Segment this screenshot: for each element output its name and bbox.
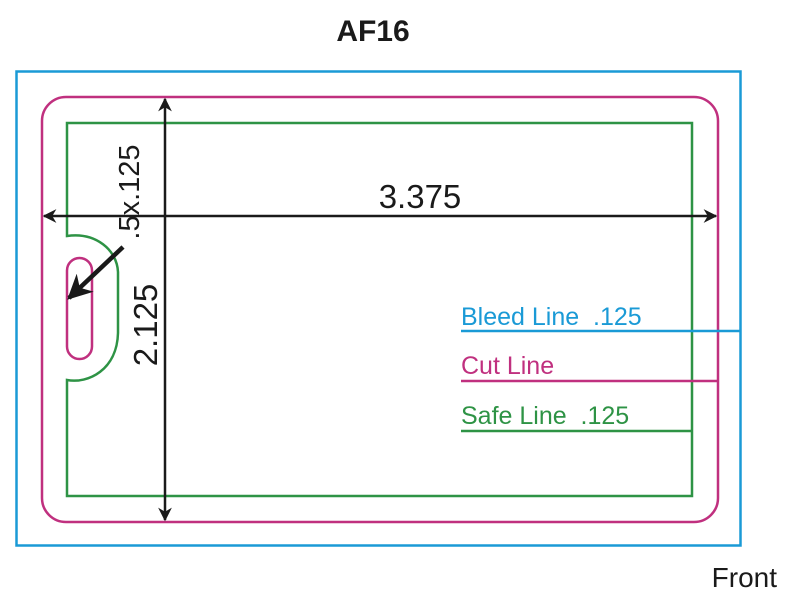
- side-label: Front: [712, 562, 778, 593]
- cut-line-border: [40, 95, 720, 524]
- height-label: 2.125: [127, 284, 164, 367]
- slot-hole: [65, 256, 94, 361]
- legend-cut-label: Cut Line: [461, 352, 554, 380]
- safe-line-border: [65, 121, 694, 498]
- legend-bleed-label: Bleed Line .125: [461, 303, 642, 331]
- width-label: 3.375: [379, 178, 462, 215]
- bleed-line-border: [15, 70, 742, 547]
- legend-safe-label: Safe Line .125: [461, 402, 629, 430]
- diagram-title: AF16: [336, 15, 409, 48]
- slot-size-label: .5x.125: [114, 144, 146, 239]
- slot-pointer-arrow: [67, 245, 125, 300]
